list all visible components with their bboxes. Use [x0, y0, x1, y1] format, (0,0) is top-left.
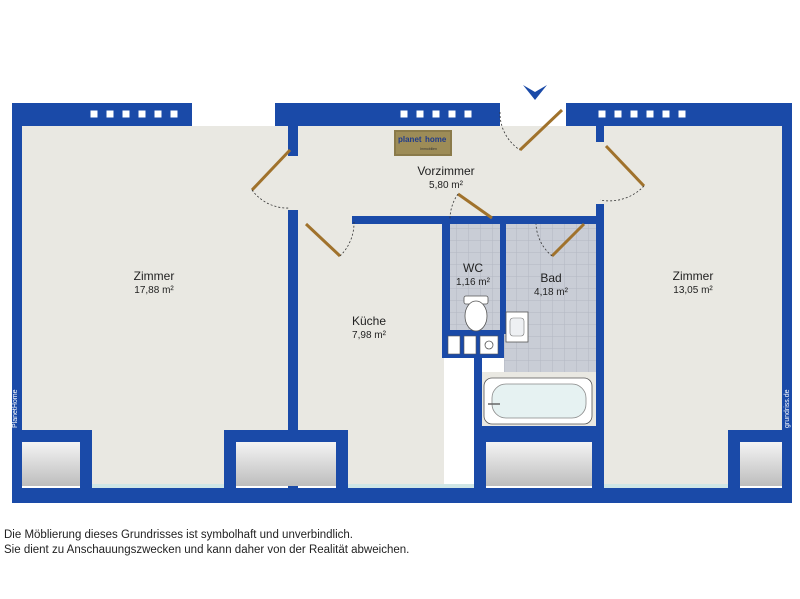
top-windows: [89, 109, 687, 119]
logo-main-text: planet: [398, 135, 422, 144]
wc-area: 1,16 m²: [456, 277, 491, 288]
floor-bad: [504, 222, 596, 372]
room-labels: Zimmer 17,88 m² Vorzimmer 5,80 m² WC 1,1…: [134, 164, 714, 341]
logo-accent-text: home: [425, 135, 447, 144]
door-entrance: [518, 108, 564, 152]
door-zimmer-right: [604, 144, 646, 188]
vorzimmer-area: 5,80 m²: [429, 180, 464, 191]
side-label-left: PlanetHome: [12, 389, 19, 428]
floors: [20, 126, 782, 486]
zimmer-left-area: 17,88 m²: [134, 285, 174, 296]
entrance-arrow-icon: [523, 85, 547, 100]
planethome-logo: planet home Immobilien: [394, 130, 452, 156]
zimmer-left-name: Zimmer: [134, 269, 175, 283]
wc-name: WC: [463, 261, 483, 275]
wc-fixtures: [447, 295, 499, 355]
window-recesses: [22, 442, 782, 488]
vorzimmer-name: Vorzimmer: [417, 164, 474, 178]
toilet-bowl: [464, 300, 488, 332]
kueche-name: Küche: [352, 314, 386, 328]
disclaimer-line-1: Die Möblierung dieses Grundrisses ist sy…: [4, 529, 354, 541]
kueche-area: 7,98 m²: [352, 330, 387, 341]
side-label-right: grundriss.de: [784, 389, 791, 428]
floor-plan: planet home Immobilien Zimmer 17,88 m² V…: [12, 85, 792, 503]
door-zimmer-left: [250, 148, 292, 192]
doors: [250, 108, 646, 258]
floor-zimmer-right: [598, 126, 782, 486]
door-bad: [550, 222, 586, 258]
logo-sub-text: Immobilien: [420, 147, 437, 151]
bad-fixtures: [483, 311, 593, 425]
door-wc: [457, 192, 493, 220]
bad-name: Bad: [540, 271, 561, 285]
zimmer-right-name: Zimmer: [673, 269, 714, 283]
bad-area: 4,18 m²: [534, 287, 569, 298]
disclaimer-line-2: Sie dient zu Anschauungszwecken und kann…: [4, 544, 410, 556]
disclaimer: Die Möblierung dieses Grundrisses ist sy…: [4, 528, 794, 558]
zimmer-right-area: 13,05 m²: [673, 285, 713, 296]
floor-zimmer-left: [20, 126, 288, 486]
door-kueche: [304, 222, 342, 258]
